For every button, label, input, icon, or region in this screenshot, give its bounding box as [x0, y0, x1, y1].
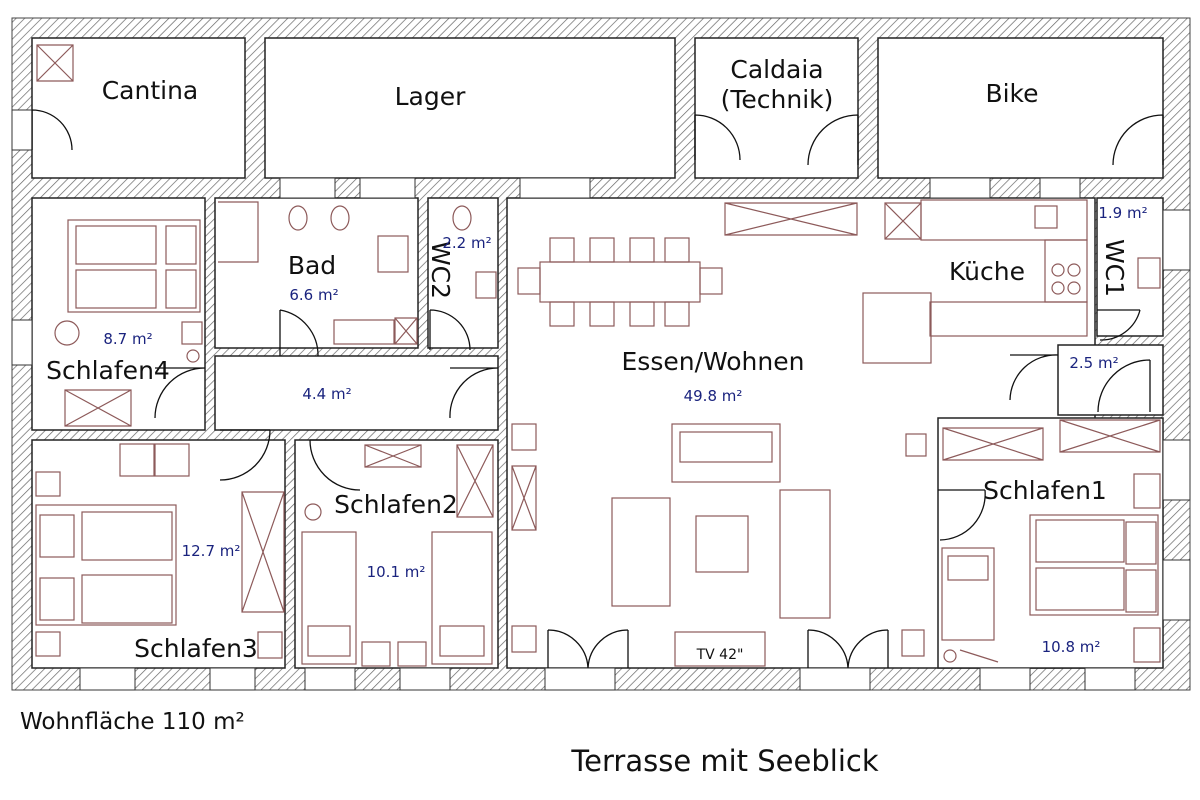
room-cantina	[31, 37, 246, 179]
label-cantina: Cantina	[102, 76, 199, 105]
room-schlafen2	[294, 439, 499, 669]
label-bad: Bad	[288, 251, 336, 280]
area-flur: 4.4 m²	[302, 385, 351, 403]
room-lager	[264, 37, 676, 179]
room-bike	[877, 37, 1164, 179]
room-wc2	[427, 197, 499, 349]
windows	[11, 109, 1191, 691]
area-abstell: 2.5 m²	[1069, 354, 1118, 372]
area-schlafen4: 8.7 m²	[103, 330, 152, 348]
label-schlafen4: Schlafen4	[46, 356, 170, 385]
label-kueche: Küche	[949, 257, 1025, 286]
label-bike: Bike	[985, 79, 1038, 108]
furniture	[35, 44, 1161, 667]
label-schlafen1: Schlafen1	[983, 476, 1107, 505]
label-schlafen2: Schlafen2	[334, 490, 458, 519]
label-caldaia: Caldaia	[730, 55, 823, 84]
tv-label: TV 42"	[696, 647, 744, 663]
doors	[31, 109, 1164, 669]
area-wc1: 1.9 m²	[1098, 204, 1147, 222]
room-schlafen1	[937, 417, 1164, 669]
label-wc2: WC2	[426, 241, 455, 299]
label-lager: Lager	[395, 82, 466, 111]
label-caldaia-technik: (Technik)	[721, 85, 834, 114]
label-schlafen3: Schlafen3	[134, 634, 258, 663]
terrasse-label: Terrasse mit Seeblick	[570, 744, 878, 778]
area-schlafen1: 10.8 m²	[1042, 638, 1101, 656]
label-essen-wohnen: Essen/Wohnen	[622, 347, 805, 376]
room-schlafen3	[31, 439, 286, 669]
room-wc1	[1096, 197, 1164, 337]
wohnflaeche-label: Wohnfläche 110 m²	[20, 709, 245, 735]
room-caldaia	[694, 37, 859, 179]
area-essen-wohnen: 49.8 m²	[684, 387, 743, 405]
label-wc1: WC1	[1100, 239, 1129, 297]
area-schlafen3: 12.7 m²	[182, 542, 241, 560]
area-bad: 6.6 m²	[289, 286, 338, 304]
room-abstell	[1057, 344, 1164, 416]
area-wc2: 2.2 m²	[442, 234, 491, 252]
area-schlafen2: 10.1 m²	[367, 563, 426, 581]
room-schlafen4	[31, 197, 206, 431]
